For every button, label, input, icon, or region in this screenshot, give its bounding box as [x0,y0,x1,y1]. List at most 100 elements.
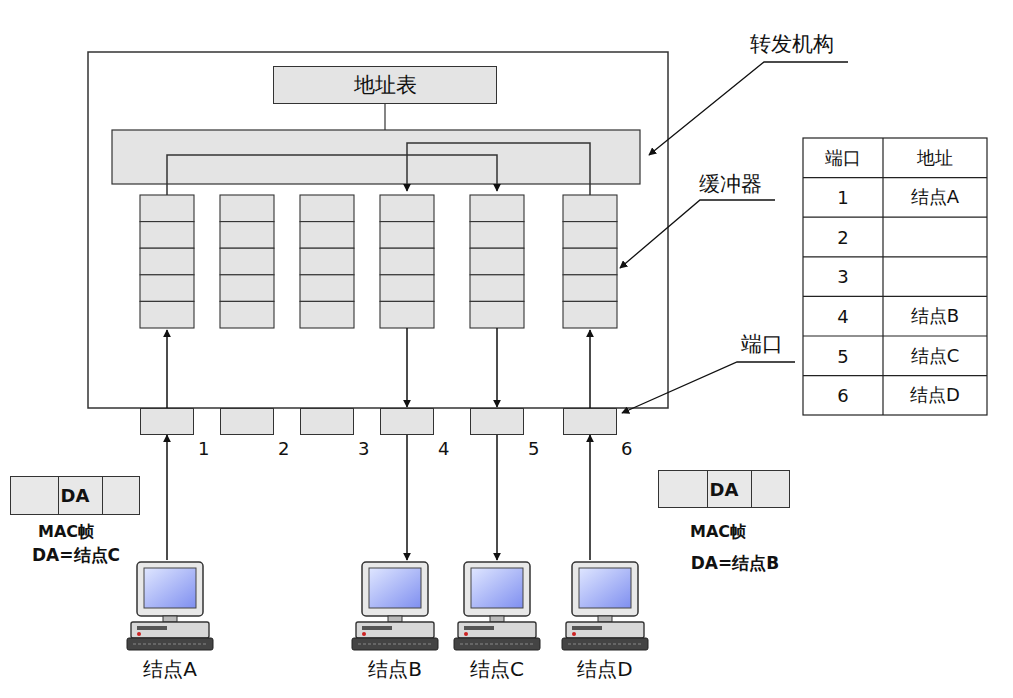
port-box: 5 [470,408,524,435]
buffer-cell [300,275,354,302]
buffer-cell [220,301,274,328]
computer-node: 结点A [125,560,215,682]
table-cell: 5 [837,346,848,367]
cable-connector [166,435,168,560]
callout-label: 缓冲器 [699,170,762,198]
buffer-cell [563,195,617,222]
node-label: 结点C [470,656,524,683]
frame-note: MAC帧 [38,522,94,543]
frame-divider [58,477,59,514]
table-cell: 端口 [825,146,861,170]
buffer-cell [220,222,274,249]
table-cell: 结点C [911,344,960,368]
table-cell: 结点B [911,304,959,328]
buffer-cell [140,248,194,275]
forward-path [407,143,590,195]
table-cell: 地址 [917,146,953,170]
cable-connector [589,435,591,560]
leader-line [649,62,848,155]
leader-line [620,200,775,268]
switch-housing [88,52,668,408]
port-box: 2 [220,408,274,435]
buffer-cell [470,248,524,275]
buffer-cell [220,195,274,222]
port-number: 2 [278,438,289,459]
frame-note: MAC帧 [690,522,746,543]
buffer-cell [380,301,434,328]
buffer-cell [300,222,354,249]
buffer-cell [563,222,617,249]
buffer-cell [300,301,354,328]
buffer-cell [380,275,434,302]
port-number: 4 [438,438,449,459]
buffer-cell [140,275,194,302]
port-number: 5 [528,438,539,459]
table-cell: 3 [837,266,848,287]
port-box: 4 [380,408,434,435]
forward-path [167,155,497,195]
port-box: 1 [140,408,194,435]
port-arrow [166,330,168,408]
node-label: 地址表 [354,71,417,99]
frame-note: DA=结点B [691,552,779,575]
node-label: 结点D [577,656,632,683]
node-label: 结点B [368,656,422,683]
computer-icon [350,560,440,652]
computer-icon [125,560,215,652]
buffer-cell [300,195,354,222]
buffer-cell [140,301,194,328]
computer-node: 结点C [452,560,542,682]
buffer-cell [300,248,354,275]
computer-icon [452,560,542,652]
buffer-cell [220,275,274,302]
cable-connector [406,435,408,560]
buffer-cell [140,222,194,249]
cable-connector [496,435,498,560]
port-box: 3 [300,408,354,435]
frame-divider [102,477,103,514]
node-label: 结点A [143,656,197,683]
buffer-cell [140,195,194,222]
buffer-cell [470,195,524,222]
address-table-grid [803,138,987,415]
table-cell: 结点A [911,185,959,209]
table-link [384,104,385,130]
buffer-cell [563,301,617,328]
callout-label: 端口 [741,330,783,358]
computer-node: 结点B [350,560,440,682]
buffer-cell [220,248,274,275]
buffer-cell [380,248,434,275]
frame-divider [707,471,708,507]
buffer-cell [563,248,617,275]
buffer-cell [470,222,524,249]
frame-note: DA=结点C [32,544,120,567]
port-arrow [496,328,498,407]
buffer-cell [380,222,434,249]
node-label: DA [61,485,90,506]
table-cell: 4 [837,306,848,327]
buffer-cell [470,275,524,302]
frame-divider [751,471,752,507]
leader-line [622,362,795,413]
address-table-box: 地址表 [273,66,497,104]
buffer-cell [380,195,434,222]
port-arrow [589,330,591,408]
computer-icon [560,560,650,652]
port-arrow [406,328,408,407]
node-label: DA [710,479,739,500]
buffer-cell [470,301,524,328]
callout-label: 转发机构 [750,30,834,58]
buffer-cell [563,275,617,302]
port-box: 6 [563,408,617,435]
mac-frame: DA [658,470,790,508]
buffer-group [140,195,617,328]
table-cell: 结点D [910,383,960,407]
port-number: 6 [621,438,632,459]
port-number: 1 [198,438,209,459]
forwarding-bar [112,130,640,184]
table-cell: 2 [837,227,848,248]
port-number: 3 [358,438,369,459]
mac-frame: DA [10,476,140,515]
computer-node: 结点D [560,560,650,682]
table-cell: 6 [837,385,848,406]
